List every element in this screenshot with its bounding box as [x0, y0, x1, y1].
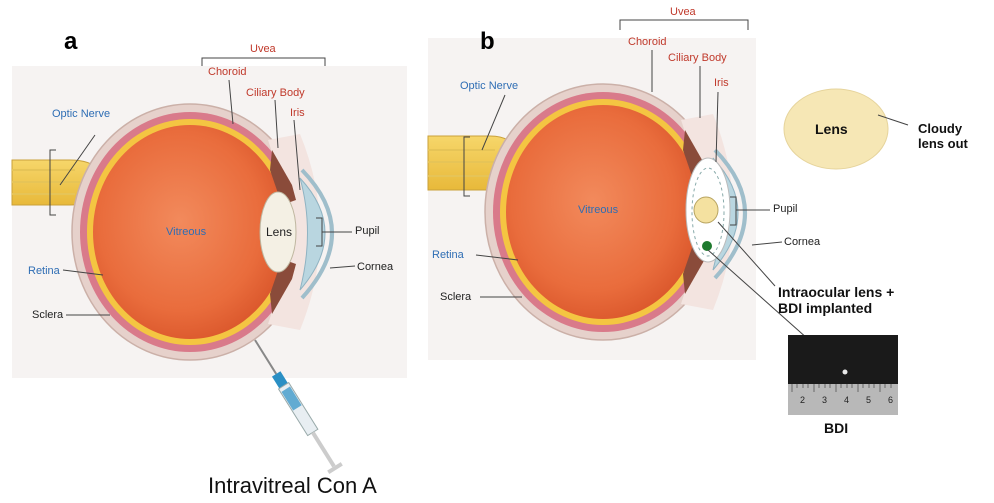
- label-retina-a: Retina: [28, 266, 60, 277]
- label-uvea-b: Uvea: [670, 7, 696, 18]
- label-cornea-a: Cornea: [357, 262, 393, 273]
- label-retina-b: Retina: [432, 250, 464, 261]
- ruler-number: 6: [888, 396, 893, 405]
- label-pupil-a: Pupil: [355, 226, 379, 237]
- ruler-numbers: 2 3 4 5 6: [788, 396, 898, 410]
- bdi-dot: [702, 241, 712, 251]
- label-vitreous-b: Vitreous: [578, 205, 618, 216]
- label-bdi: BDI: [824, 420, 848, 436]
- label-sclera-b: Sclera: [440, 292, 471, 303]
- label-pupil-b: Pupil: [773, 204, 797, 215]
- caption-intravitreal: Intravitreal Con A: [208, 473, 377, 499]
- label-lens-a: Lens: [266, 225, 292, 239]
- label-iris-b: Iris: [714, 78, 729, 89]
- intraocular-lens: [694, 197, 718, 223]
- panel-a-letter: a: [64, 28, 77, 56]
- label-cloudy-lens-out: Cloudy lens out: [918, 122, 968, 152]
- label-iris-a: Iris: [290, 108, 305, 119]
- ruler-number: 3: [822, 396, 827, 405]
- label-choroid-b: Choroid: [628, 37, 667, 48]
- eye-a: [12, 104, 343, 474]
- label-removed-lens: Lens: [815, 121, 848, 137]
- ruler-number: 4: [844, 396, 849, 405]
- label-choroid-a: Choroid: [208, 67, 247, 78]
- ruler-number: 2: [800, 396, 805, 405]
- label-cornea-b: Cornea: [784, 237, 820, 248]
- label-ciliary-body-a: Ciliary Body: [246, 88, 305, 99]
- label-sclera-a: Sclera: [32, 310, 63, 321]
- label-intraocular-lens-bdi: Intraocular lens + BDI implanted: [778, 284, 894, 316]
- syringe: [248, 336, 343, 474]
- label-optic-nerve-a: Optic Nerve: [52, 109, 110, 120]
- label-vitreous-a: Vitreous: [166, 227, 206, 238]
- ruler-number: 5: [866, 396, 871, 405]
- panel-b-letter: b: [480, 28, 495, 56]
- label-optic-nerve-b: Optic Nerve: [460, 81, 518, 92]
- label-uvea-a: Uvea: [250, 44, 276, 55]
- label-ciliary-body-b: Ciliary Body: [668, 53, 727, 64]
